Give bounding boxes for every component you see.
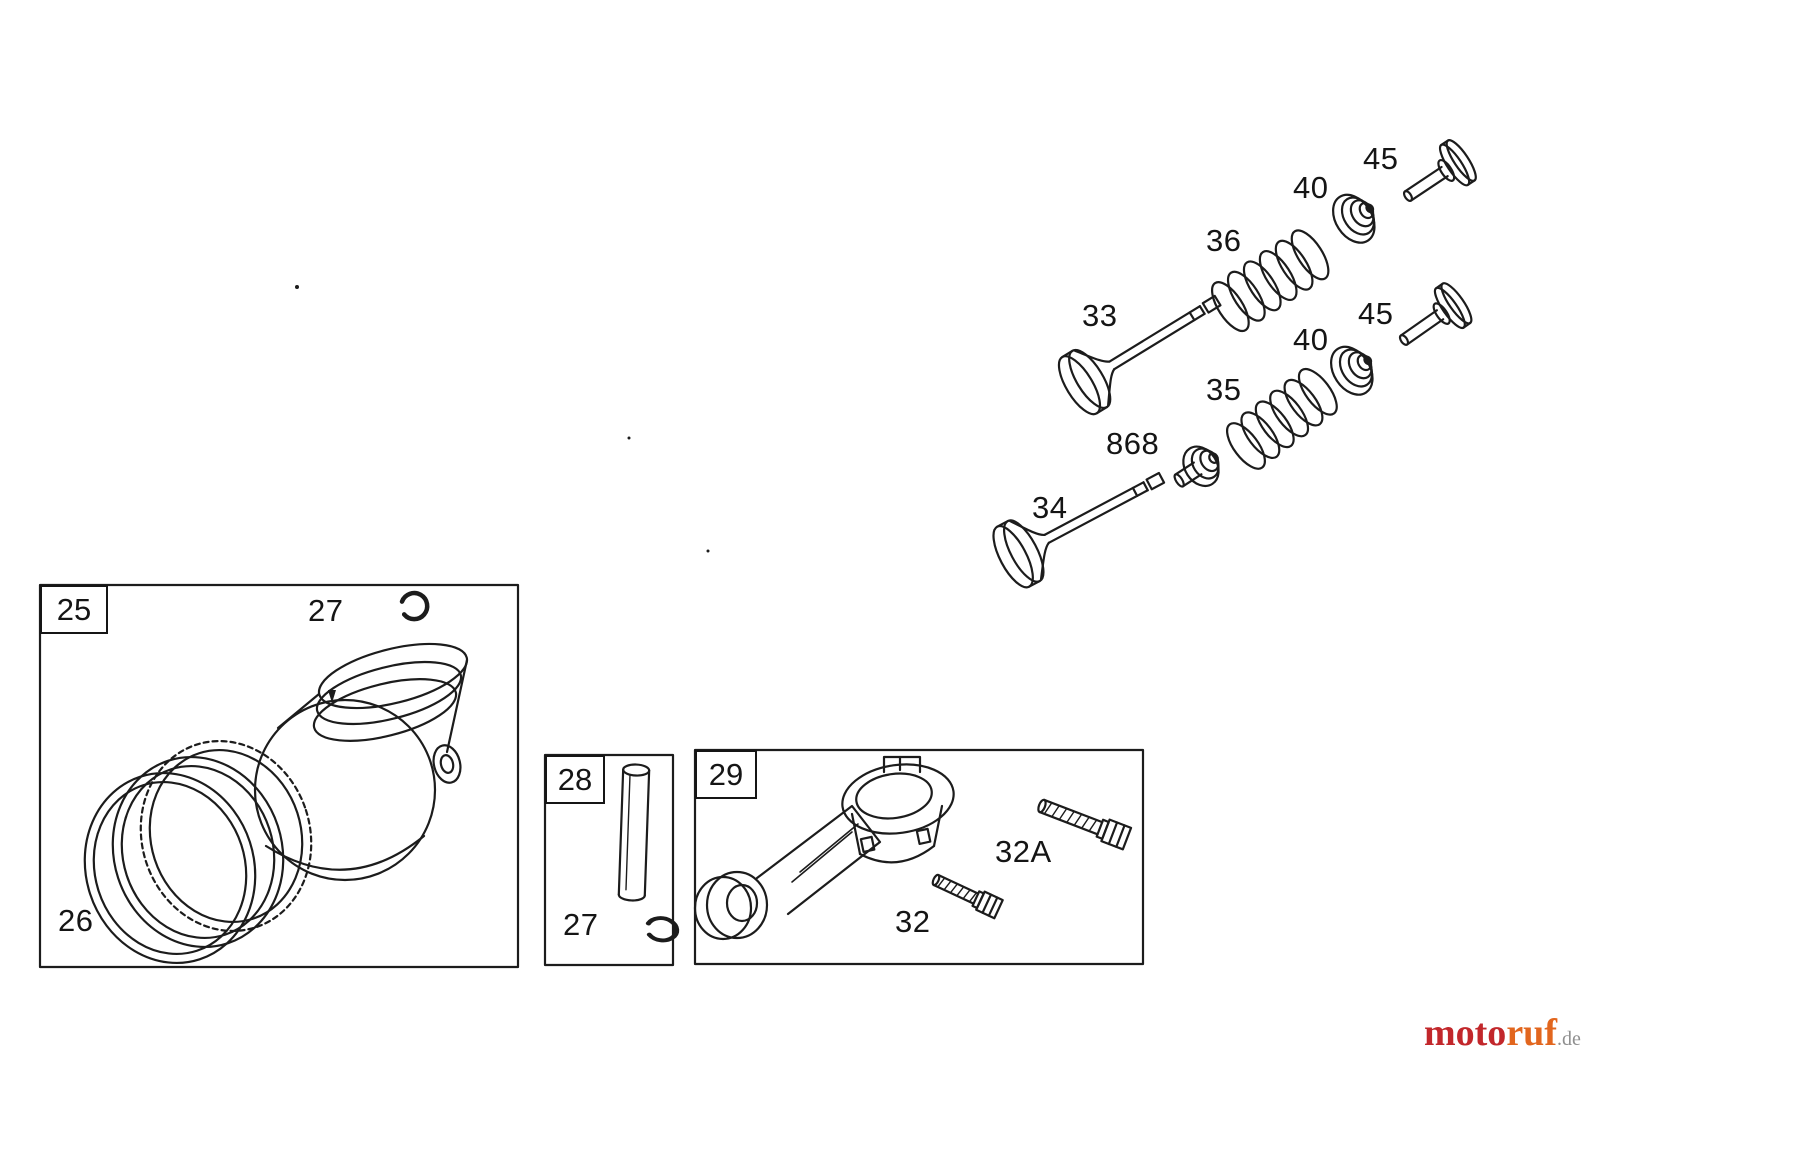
scan-specks — [295, 285, 710, 553]
intake-spring-drawing — [1211, 229, 1330, 333]
watermark-brand-right: ruf — [1506, 1012, 1557, 1054]
callout-26: 26 — [58, 903, 94, 938]
rod-bolt-32-drawing — [931, 873, 1004, 920]
callout-868: 868 — [1106, 426, 1160, 461]
callout-45-upper: 45 — [1363, 141, 1399, 176]
callout-40-lower: 40 — [1293, 322, 1329, 357]
piston-pin-drawing — [617, 763, 651, 902]
callout-28: 28 — [557, 761, 593, 797]
callout-box-25: 25 — [40, 585, 108, 634]
motoruf-watermark: motoruf.de — [1424, 1014, 1581, 1052]
connecting-rod-drawing — [693, 755, 955, 941]
intake-valve-drawing — [1057, 294, 1222, 416]
callout-27-piston: 27 — [308, 593, 344, 628]
pin-clip-drawing — [645, 916, 680, 943]
callout-box-29: 29 — [695, 750, 757, 799]
callout-32a: 32A — [995, 834, 1052, 869]
piston-rings-drawing — [83, 739, 313, 965]
valve-seal-drawing — [1173, 445, 1220, 488]
exhaust-spring-drawing — [1226, 367, 1338, 470]
callout-32: 32 — [895, 904, 931, 939]
piston-drawing — [253, 642, 469, 882]
callout-40-upper: 40 — [1293, 170, 1329, 205]
intake-retainer-drawing — [1332, 193, 1376, 244]
callout-36: 36 — [1206, 223, 1242, 258]
watermark-brand-left: moto — [1424, 1012, 1507, 1054]
callout-45-lower: 45 — [1358, 296, 1394, 331]
callout-27-pin: 27 — [563, 907, 599, 942]
rod-bolt-32a-drawing — [1037, 798, 1133, 851]
callout-33: 33 — [1082, 298, 1118, 333]
exhaust-retainer-drawing — [1330, 345, 1374, 396]
exhaust-valve-drawing — [992, 471, 1166, 589]
callout-34: 34 — [1032, 490, 1068, 525]
pin-group-frame — [543, 753, 675, 967]
piston-clip-drawing — [399, 590, 430, 622]
intake-cap-drawing — [1402, 139, 1477, 202]
callout-29: 29 — [708, 756, 744, 792]
piston-group-frame — [38, 583, 520, 969]
callout-25: 25 — [56, 591, 92, 627]
exhaust-cap-drawing — [1398, 282, 1473, 346]
watermark-suffix: .de — [1556, 1028, 1581, 1050]
callout-35: 35 — [1206, 372, 1242, 407]
rod-group-frame — [693, 748, 1145, 966]
callout-box-28: 28 — [545, 755, 605, 804]
